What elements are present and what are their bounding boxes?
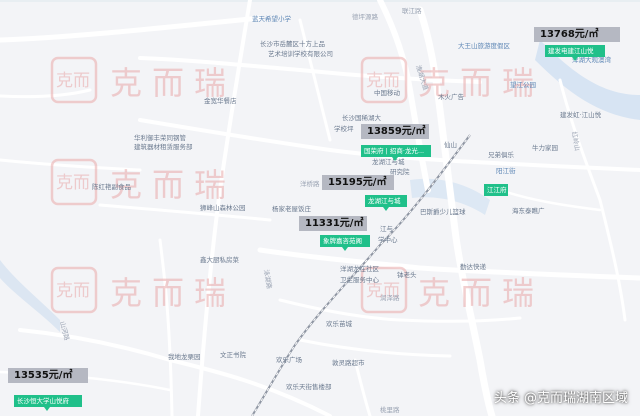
attribution-text: 头条 @克而瑞湖南区域 bbox=[493, 391, 628, 406]
road-label: 桃里路 bbox=[380, 405, 400, 414]
poi-label: 金宽华餐店 bbox=[204, 96, 237, 105]
poi-label: 长沙市岳麓区十方上品 bbox=[260, 39, 325, 48]
poi-label: 兄弟俱乐 bbox=[488, 150, 515, 159]
poi-label: 钵老头 bbox=[397, 270, 417, 279]
road-label: 润泽路 bbox=[380, 293, 400, 302]
poi-label: 学校坪 bbox=[334, 124, 354, 133]
svg-text:克而: 克而 bbox=[56, 173, 90, 193]
poi-label: 华利御丰荣同钢管 bbox=[134, 133, 187, 142]
marker-pin bbox=[392, 157, 398, 161]
railway bbox=[251, 134, 471, 416]
svg-text:克而瑞: 克而瑞 bbox=[110, 64, 236, 102]
poi-label: 文正书院 bbox=[220, 350, 247, 359]
project-name-tag[interactable]: 长沙恒大学山悦府 bbox=[14, 395, 82, 407]
poi-label: 欢乐苗城 bbox=[326, 319, 353, 328]
road-label: 泳湖路 bbox=[262, 269, 274, 290]
project-name-tag[interactable]: 建发电建江山悦 bbox=[545, 45, 605, 57]
poi-label: 仙山 bbox=[444, 140, 457, 149]
svg-text:克而瑞: 克而瑞 bbox=[418, 274, 544, 312]
poi-label: 阳江街 bbox=[496, 166, 516, 175]
poi-label: 洋湖龙在社区 bbox=[340, 264, 380, 273]
road-label: 德坪源路 bbox=[352, 12, 379, 21]
poi-label: 建筑器材租赁服务部 bbox=[134, 142, 193, 151]
poi-label: 木火广告 bbox=[438, 92, 465, 101]
poi-label: 狮峰山森林公园 bbox=[200, 203, 246, 212]
svg-text:克而瑞: 克而瑞 bbox=[110, 274, 236, 312]
road-label: 洋桥路 bbox=[300, 179, 320, 188]
poi-label: 学中心 bbox=[378, 235, 398, 244]
poi-label: 龙湖江与城 bbox=[372, 157, 405, 166]
poi-label: 艺术培训学校有限公司 bbox=[268, 49, 333, 58]
poi-label: 欢乐广场 bbox=[276, 355, 303, 364]
water-area bbox=[0, 260, 60, 332]
marker-pin bbox=[342, 247, 348, 251]
poi-label: 中国移动 bbox=[374, 88, 401, 97]
price-label[interactable]: 13859元/㎡ bbox=[361, 124, 429, 139]
road-label: 联江路 bbox=[402, 6, 422, 15]
poi-label: 建发虹·江山悦 bbox=[560, 110, 602, 119]
poi-label: 海东泰瞧广 bbox=[512, 206, 545, 215]
poi-label: 欢乐天街售楼部 bbox=[286, 382, 332, 391]
road-label: 山河路 bbox=[58, 320, 72, 342]
watermark: 克而 克而瑞 克而 克而瑞 克而 克而瑞 克而 克而瑞 克而 克而瑞 bbox=[50, 56, 544, 314]
svg-text:克而: 克而 bbox=[56, 71, 90, 91]
project-name-tag[interactable]: 国荣府 | 招商·龙光... bbox=[361, 145, 431, 157]
poi-labels: 蓝天希望小学 德坪源路 联江路 长沙市岳麓区十方上品 艺术培训学校有限公司 大王… bbox=[58, 6, 611, 414]
poi-label: 蓝天希望小学 bbox=[252, 14, 292, 23]
poi-label: 研究院 bbox=[390, 167, 410, 176]
park-area bbox=[0, 0, 640, 2]
price-label[interactable]: 15195元/㎡ bbox=[322, 175, 394, 190]
poi-label: 长沙国稀湖大 bbox=[342, 113, 382, 122]
project-name-tag[interactable]: 江江府 bbox=[484, 184, 508, 196]
project-name-tag[interactable]: 龙湖江与城 bbox=[365, 195, 407, 207]
poi-label: 巴斯爵少儿篮球 bbox=[420, 207, 466, 216]
svg-text:克而: 克而 bbox=[366, 281, 400, 301]
poi-label: 卫生服务中心 bbox=[340, 275, 380, 284]
poi-label: 江与 bbox=[380, 225, 393, 233]
poi-label: 陈红艳副食品 bbox=[92, 182, 131, 191]
poi-label: 大王山旅游度假区 bbox=[458, 41, 511, 50]
poi-label: 我地龙栗园 bbox=[168, 352, 201, 361]
price-label[interactable]: 13768元/㎡ bbox=[534, 27, 620, 42]
poi-label: 洋湖大观澳湾 bbox=[572, 55, 612, 64]
poi-label: 牛力家园 bbox=[532, 143, 558, 152]
water-area bbox=[535, 40, 640, 120]
marker-pin bbox=[383, 207, 389, 211]
svg-text:克而瑞: 克而瑞 bbox=[418, 64, 544, 102]
poi-label: 鑫大厨私房菜 bbox=[200, 255, 240, 264]
poi-label: 杨家老屋饭庄 bbox=[272, 204, 312, 213]
project-name-tag[interactable]: 象牌嘉咨苑阁 bbox=[320, 235, 370, 247]
price-label[interactable]: 13535元/㎡ bbox=[8, 368, 88, 383]
marker-pin bbox=[44, 407, 50, 411]
poi-label: 望江公园 bbox=[510, 80, 536, 89]
price-label[interactable]: 11331元/㎡ bbox=[299, 216, 367, 231]
svg-text:克而: 克而 bbox=[366, 71, 400, 91]
poi-label: 敦灵路超市 bbox=[332, 358, 365, 367]
road-label: 红岭山 bbox=[570, 131, 582, 152]
svg-text:克而瑞: 克而瑞 bbox=[110, 166, 236, 204]
svg-text:克而: 克而 bbox=[56, 281, 90, 301]
poi-label: 勤达快递 bbox=[460, 262, 487, 271]
marker-pin bbox=[572, 57, 578, 61]
